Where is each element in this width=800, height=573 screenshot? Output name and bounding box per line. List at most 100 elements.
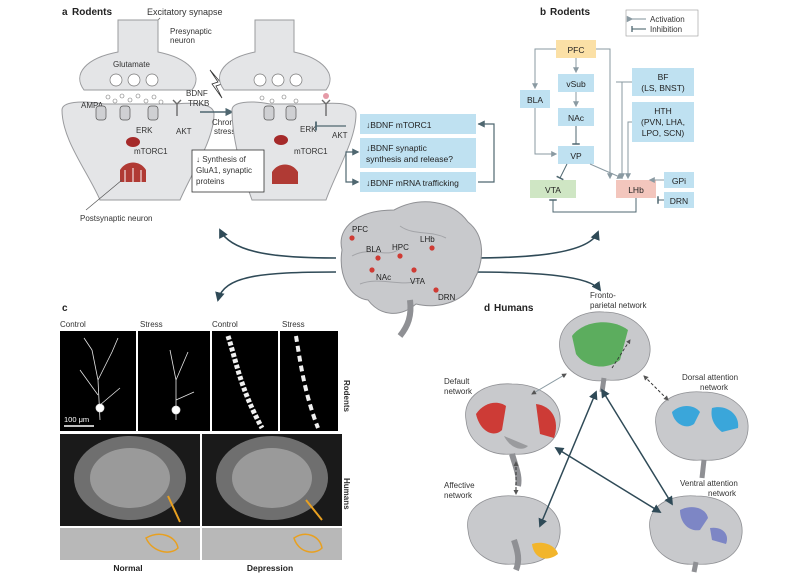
- node-pfc-label: PFC: [568, 45, 585, 55]
- legend-activation: Activation: [650, 15, 685, 24]
- bdnf-left-bracket: [345, 151, 358, 183]
- legend-box: [625, 9, 699, 37]
- brain-region-label-nac: NAc: [376, 273, 391, 282]
- brain-region-dot-lhb: [429, 245, 435, 251]
- excitatory-synapse-label: Excitatory synapse: [147, 7, 223, 17]
- brain-region-label-vta: VTA: [410, 277, 426, 286]
- node-bla: [520, 90, 550, 108]
- brain-frontoparietal: [559, 311, 651, 393]
- spine-stress-image: [280, 331, 338, 431]
- bdnf-synaptic-text-1: ↓BDNF synaptic: [366, 143, 428, 153]
- scale-bar-label: 100 μm: [64, 415, 89, 424]
- mri-depression-pointer: [305, 499, 323, 521]
- panel-c-letter: c: [62, 303, 68, 314]
- ampa-label: AMPA: [81, 101, 104, 110]
- depression-label: Depression: [247, 563, 293, 573]
- node-bf-label-1: BF: [658, 72, 669, 82]
- postsynaptic-spine-left: [61, 101, 215, 201]
- spine-stress-dendrite: [294, 335, 320, 429]
- neuron-stress-image: [138, 331, 210, 431]
- node-vp-label: VP: [570, 151, 582, 161]
- bdnf-synaptic-text-2: synthesis and release?: [366, 154, 453, 164]
- frontoparietal-label-1: Fronto-: [590, 291, 616, 300]
- ribosome-left: [120, 137, 146, 182]
- glutamate-vesicles-right: [253, 73, 303, 87]
- brain-region-dot-drn: [433, 287, 439, 293]
- chronic-label-1: Chronic: [212, 118, 240, 127]
- erk-label: ERK: [136, 126, 153, 135]
- stress-label-2: Stress: [282, 320, 305, 329]
- humans-side-label: Humans: [342, 478, 351, 510]
- panel-b: b Rodents Activation Inhibition PFC vSub…: [520, 7, 699, 213]
- frontoparietal-internal-arrow: [611, 339, 631, 369]
- glutamate-label: Glutamate: [113, 60, 150, 69]
- bdnf-synaptic-box: [360, 138, 476, 168]
- mri-normal-pointer: [167, 495, 181, 523]
- node-hth: [632, 102, 694, 142]
- control-label-2: Control: [212, 320, 238, 329]
- default-label-1: Default: [444, 377, 470, 386]
- brain-region-label-pfc: PFC: [352, 225, 368, 234]
- affective-label-1: Affective: [444, 481, 475, 490]
- panel-b-letter: b: [540, 7, 546, 18]
- hippocampus-depression-image: [202, 528, 342, 560]
- panel-a-letter: a: [62, 7, 68, 18]
- panel-d: d Humans Fronto- parietal network Defaul…: [444, 291, 749, 573]
- ampa-receptors-right: [263, 105, 297, 121]
- node-lhb-label: LHb: [628, 185, 644, 195]
- panel-b-title: Rodents: [550, 7, 590, 18]
- legend-inhibition: Inhibition: [650, 25, 682, 34]
- glutamate-particles-right: [259, 94, 299, 104]
- ribosome-right: [272, 135, 298, 184]
- ventral-label-1: Ventral attention: [680, 479, 738, 488]
- node-bf-label-2: (LS, BNST): [641, 83, 685, 93]
- brain-default: [465, 383, 561, 487]
- node-vta-label: VTA: [545, 185, 561, 195]
- synthesis-line-2: GluA1, synaptic: [196, 166, 252, 175]
- neuron-control-dendrites: [79, 337, 121, 421]
- node-hth-label-3: LPO, SCN): [642, 128, 685, 138]
- synthesis-box: [191, 149, 265, 193]
- node-drn-label: DRN: [670, 196, 688, 206]
- glutamate-particles-left: [105, 93, 164, 105]
- synthesis-line-3: proteins: [196, 177, 224, 186]
- ventral-label-2: network: [708, 489, 737, 498]
- panel-a: a Rodents Excitatory synapse Presynaptic…: [61, 7, 495, 223]
- hippocampus-normal-image: [60, 528, 200, 560]
- presynaptic-terminal-left: [79, 19, 197, 91]
- circuit-edges: [532, 48, 664, 213]
- bdnf-mrna-text: ↓BDNF mRNA trafficking: [366, 178, 459, 188]
- node-nac: [558, 108, 594, 126]
- node-vp: [558, 146, 594, 164]
- node-bf: [632, 68, 694, 96]
- panel-d-letter: d: [484, 303, 490, 314]
- control-label-1: Control: [60, 320, 86, 329]
- brain-region-dot-hpc: [397, 253, 403, 259]
- frontoparietal-label-2: parietal network: [590, 301, 647, 310]
- rodents-side-label: Rodents: [342, 380, 351, 413]
- panel-d-title: Humans: [494, 303, 534, 314]
- panel-c: c Control Stress Control Stress 100 μm R…: [60, 303, 351, 573]
- brain-affective: [467, 495, 561, 572]
- brain-region-label-hpc: HPC: [392, 243, 409, 252]
- node-drn: [664, 192, 694, 208]
- postsynaptic-pointer: [85, 179, 123, 211]
- brain-dorsal: [655, 391, 749, 479]
- brain-region-label-drn: DRN: [438, 293, 456, 302]
- connector-arrows: [215, 228, 602, 302]
- synthesis-line-1: ↓ Synthesis of: [196, 155, 247, 164]
- node-gpi-label: GPi: [672, 176, 686, 186]
- neuron-stress-dendrites: [169, 349, 195, 420]
- presynaptic-label-2: neuron: [170, 36, 195, 45]
- node-nac-label: NAc: [568, 113, 585, 123]
- bdnf-feedback-bracket: [478, 123, 495, 183]
- bdnf-mtorc1-text: ↓BDNF mTORC1: [366, 120, 432, 130]
- panel-a-title: Rodents: [72, 7, 112, 18]
- postsynaptic-label: Postsynaptic neuron: [80, 214, 153, 223]
- network-connections: [513, 373, 673, 528]
- brainstem: [397, 299, 414, 338]
- erk-label-right: ERK: [300, 125, 317, 134]
- default-label-2: network: [444, 387, 473, 396]
- brain-ventral: [649, 495, 743, 573]
